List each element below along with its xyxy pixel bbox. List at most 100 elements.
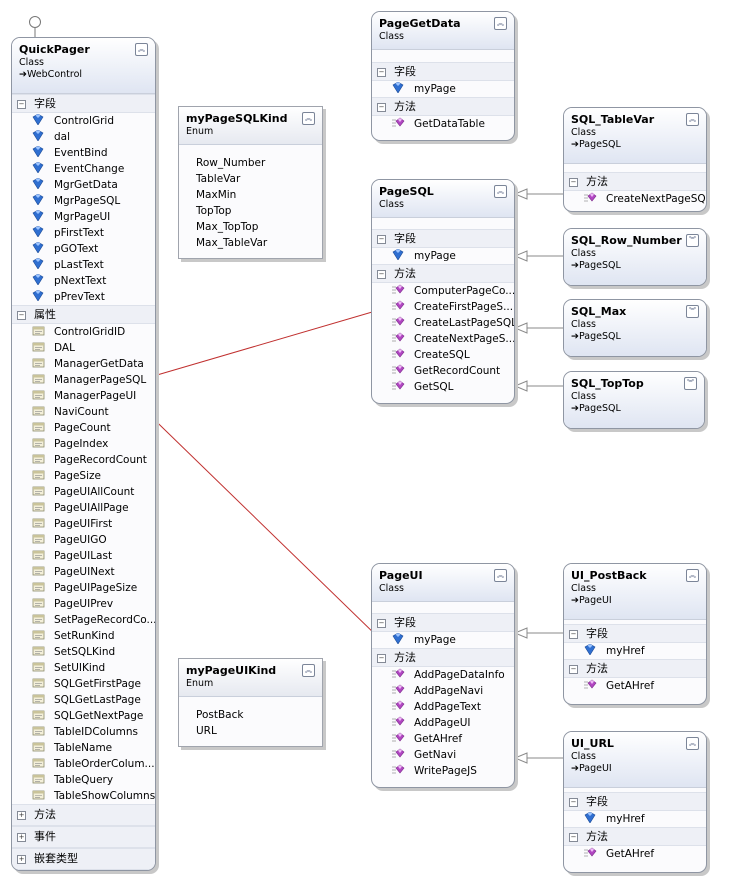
property-item[interactable]: SQLGetNextPage <box>12 708 155 724</box>
property-item[interactable]: ManagerGetData <box>12 356 155 372</box>
method-item[interactable]: WritePageJS <box>372 763 514 779</box>
method-item[interactable]: CreateNextPageS... <box>372 331 514 347</box>
collapse-toggle-icon[interactable]: ︽ <box>686 113 699 126</box>
section-methods[interactable]: −方法 <box>372 264 514 283</box>
section-methods[interactable]: −方法 <box>564 827 706 846</box>
collapse-toggle-icon[interactable]: ︽ <box>135 43 148 56</box>
field-item[interactable]: myPage <box>372 632 514 648</box>
collapse-toggle-icon[interactable]: ︽ <box>302 664 315 677</box>
class-header[interactable]: QuickPager Class ➔WebControl ︽ <box>12 38 155 94</box>
property-item[interactable]: SetRunKind <box>12 628 155 644</box>
property-item[interactable]: TableIDColumns <box>12 724 155 740</box>
section-fields[interactable]: −字段 <box>564 792 706 811</box>
property-item[interactable]: TableOrderColum... <box>12 756 155 772</box>
property-item[interactable]: PageCount <box>12 420 155 436</box>
property-item[interactable]: PageUILast <box>12 548 155 564</box>
section-methods[interactable]: +方法 <box>12 804 155 826</box>
class-sql-row-number[interactable]: SQL_Row_Number Class ➔PageSQL ︾ <box>563 228 707 286</box>
class-header[interactable]: UI_URL Class ➔PageUI ︽ <box>564 732 706 788</box>
method-item[interactable]: AddPageText <box>372 699 514 715</box>
class-header[interactable]: SQL_Max Class ➔PageSQL ︾ <box>564 300 706 356</box>
enum-header[interactable]: myPageSQLKind Enum ︽ <box>179 107 322 145</box>
field-item[interactable]: myPage <box>372 248 514 264</box>
section-nested-types[interactable]: +嵌套类型 <box>12 848 155 870</box>
field-item[interactable]: EventBind <box>12 145 155 161</box>
field-item[interactable]: dal <box>12 129 155 145</box>
method-item[interactable]: GetSQL <box>372 379 514 395</box>
collapse-toggle-icon[interactable]: ︽ <box>302 112 315 125</box>
section-collapse-icon[interactable]: − <box>377 235 386 244</box>
section-expand-icon[interactable]: + <box>17 855 26 864</box>
class-sql-tablevar[interactable]: SQL_TableVar Class ➔PageSQL ︽ −方法 Create… <box>563 107 707 212</box>
class-pagesql[interactable]: PageSQL Class ︽ −字段 myPage −方法 ComputerP… <box>371 179 515 404</box>
section-collapse-icon[interactable]: − <box>569 630 578 639</box>
field-item[interactable]: MgrPageSQL <box>12 193 155 209</box>
collapse-toggle-icon[interactable]: ︽ <box>686 737 699 750</box>
enum-header[interactable]: myPageUIKind Enum ︽ <box>179 659 322 697</box>
section-fields[interactable]: −字段 <box>372 613 514 632</box>
section-fields[interactable]: −字段 <box>372 62 514 81</box>
enum-value[interactable]: Max_TopTop <box>196 221 259 233</box>
property-item[interactable]: TableQuery <box>12 772 155 788</box>
class-header[interactable]: PageGetData Class ︽ <box>372 12 514 50</box>
property-item[interactable]: NaviCount <box>12 404 155 420</box>
enum-value[interactable]: TableVar <box>196 173 241 185</box>
property-item[interactable]: PageUIPageSize <box>12 580 155 596</box>
section-collapse-icon[interactable]: − <box>569 798 578 807</box>
property-item[interactable]: PageUINext <box>12 564 155 580</box>
property-item[interactable]: TableShowColumns <box>12 788 155 804</box>
field-item[interactable]: MgrPageUI <box>12 209 155 225</box>
class-ui-url[interactable]: UI_URL Class ➔PageUI ︽ −字段 myHref −方法 Ge… <box>563 731 707 873</box>
section-methods[interactable]: −方法 <box>372 97 514 116</box>
field-item[interactable]: pFirstText <box>12 225 155 241</box>
enum-value[interactable]: MaxMin <box>196 189 237 201</box>
collapse-toggle-icon[interactable]: ︽ <box>686 569 699 582</box>
section-properties[interactable]: −属性 <box>12 305 155 324</box>
section-collapse-icon[interactable]: − <box>17 311 26 320</box>
class-header[interactable]: SQL_TopTop Class ➔PageSQL ︾ <box>564 372 704 428</box>
section-methods[interactable]: −方法 <box>564 659 706 678</box>
method-item[interactable]: GetRecordCount <box>372 363 514 379</box>
class-sql-max[interactable]: SQL_Max Class ➔PageSQL ︾ <box>563 299 707 357</box>
property-item[interactable]: ControlGridID <box>12 324 155 340</box>
expand-toggle-icon[interactable]: ︾ <box>686 234 699 247</box>
class-header[interactable]: SQL_TableVar Class ➔PageSQL ︽ <box>564 108 706 164</box>
property-item[interactable]: DAL <box>12 340 155 356</box>
method-item[interactable]: ComputerPageCo... <box>372 283 514 299</box>
section-collapse-icon[interactable]: − <box>377 619 386 628</box>
method-item[interactable]: CreateLastPageSQL <box>372 315 514 331</box>
method-item[interactable]: CreateSQL <box>372 347 514 363</box>
collapse-toggle-icon[interactable]: ︽ <box>494 17 507 30</box>
section-collapse-icon[interactable]: − <box>569 833 578 842</box>
field-item[interactable]: pNextText <box>12 273 155 289</box>
field-item[interactable]: myPage <box>372 81 514 97</box>
property-item[interactable]: PageUIAllCount <box>12 484 155 500</box>
enum-value[interactable]: TopTop <box>196 205 232 217</box>
property-item[interactable]: SetUIKind <box>12 660 155 676</box>
enum-value[interactable]: Max_TableVar <box>196 237 268 249</box>
method-item[interactable]: GetDataTable <box>372 116 514 132</box>
property-item[interactable]: TableName <box>12 740 155 756</box>
section-collapse-icon[interactable]: − <box>377 103 386 112</box>
section-collapse-icon[interactable]: − <box>569 178 578 187</box>
section-collapse-icon[interactable]: − <box>377 654 386 663</box>
property-item[interactable]: PageUIPrev <box>12 596 155 612</box>
property-item[interactable]: SetSQLKind <box>12 644 155 660</box>
expand-toggle-icon[interactable]: ︾ <box>686 305 699 318</box>
collapse-toggle-icon[interactable]: ︽ <box>494 185 507 198</box>
class-pageui[interactable]: PageUI Class ︽ −字段 myPage −方法 AddPageDat… <box>371 563 515 788</box>
method-item[interactable]: CreateNextPageSQL <box>564 191 706 207</box>
property-item[interactable]: ManagerPageSQL <box>12 372 155 388</box>
method-item[interactable]: CreateFirstPageS... <box>372 299 514 315</box>
field-item[interactable]: myHref <box>564 811 706 827</box>
field-item[interactable]: pPrevText <box>12 289 155 305</box>
method-item[interactable]: AddPageDataInfo <box>372 667 514 683</box>
property-item[interactable]: PageUIAllPage <box>12 500 155 516</box>
class-pagegetdata[interactable]: PageGetData Class ︽ −字段 myPage −方法 GetDa… <box>371 11 515 141</box>
section-fields[interactable]: −字段 <box>12 94 155 113</box>
property-item[interactable]: PageUIFirst <box>12 516 155 532</box>
expand-toggle-icon[interactable]: ︾ <box>684 377 697 390</box>
section-collapse-icon[interactable]: − <box>377 68 386 77</box>
property-item[interactable]: PageSize <box>12 468 155 484</box>
